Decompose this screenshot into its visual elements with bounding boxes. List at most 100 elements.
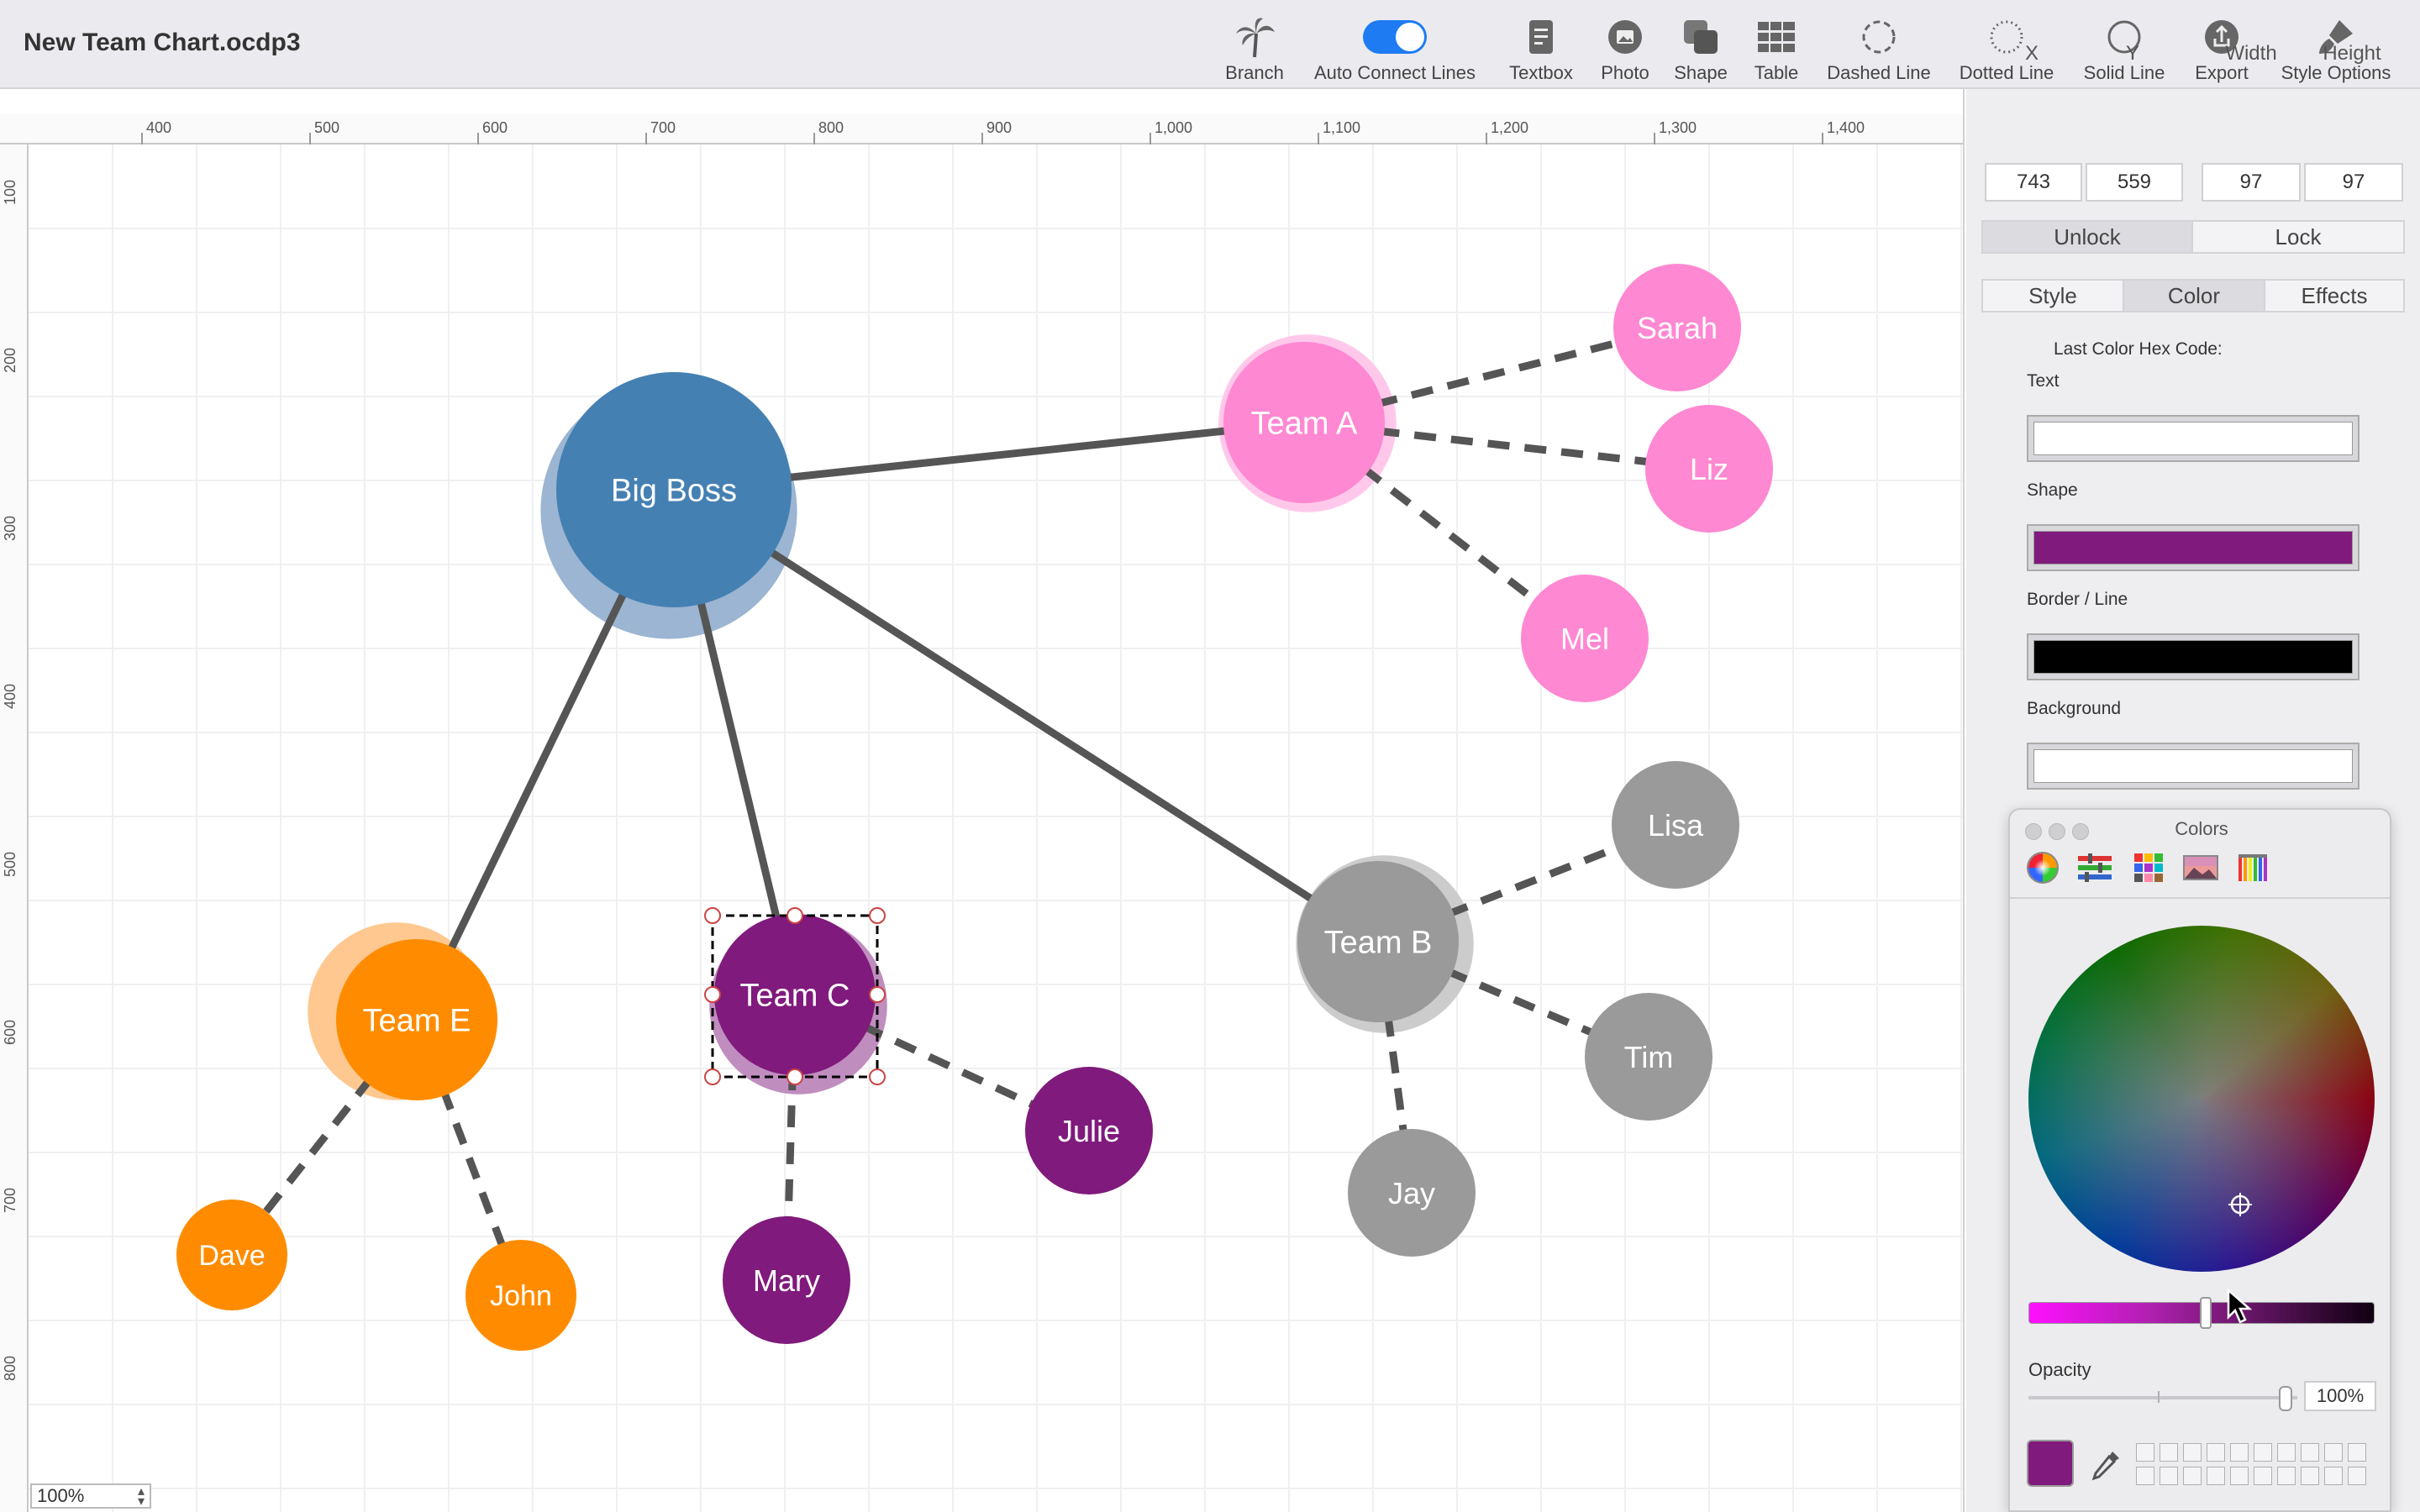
julie-label: Julie xyxy=(1058,1114,1120,1148)
selection-handles[interactable] xyxy=(704,907,886,1085)
opacity-field[interactable]: 100% xyxy=(2304,1381,2376,1411)
dave-node[interactable] xyxy=(176,1200,287,1310)
dashed-line-button[interactable]: Dashed Line xyxy=(1820,12,1938,84)
tim-node[interactable] xyxy=(1585,993,1712,1121)
panel-divider xyxy=(2010,897,2390,899)
pencils-icon[interactable] xyxy=(2233,848,2272,887)
zoom-window-button[interactable] xyxy=(2072,823,2089,840)
teamb-node[interactable] xyxy=(1297,861,1459,1022)
bigboss-node[interactable] xyxy=(556,372,792,607)
resize-handle[interactable] xyxy=(869,907,886,924)
dotted-line-button[interactable]: Dotted Line xyxy=(1948,12,2065,84)
custom-swatch[interactable] xyxy=(2230,1443,2249,1462)
resize-handle[interactable] xyxy=(869,1068,886,1085)
custom-swatch[interactable] xyxy=(2324,1443,2343,1462)
tab-color[interactable]: Color xyxy=(2123,279,2265,312)
photo-button[interactable]: Photo xyxy=(1591,12,1659,84)
mel-node[interactable] xyxy=(1521,575,1649,702)
tab-style[interactable]: Style xyxy=(1981,279,2124,312)
shape-color-well[interactable] xyxy=(2027,524,2360,571)
background-color-swatch xyxy=(2033,749,2353,783)
resize-handle[interactable] xyxy=(704,1068,721,1085)
solid-line-button[interactable]: Solid Line xyxy=(2074,12,2175,84)
auto-connect-lines-toggle[interactable]: Auto Connect Lines xyxy=(1307,12,1482,84)
lock-button[interactable]: Lock xyxy=(2191,220,2405,254)
background-color-well[interactable] xyxy=(2027,743,2360,790)
unlock-button[interactable]: Unlock xyxy=(1981,220,2193,254)
custom-swatch[interactable] xyxy=(2277,1443,2296,1462)
resize-handle[interactable] xyxy=(869,986,886,1003)
height-field[interactable]: 97 xyxy=(2304,163,2403,202)
teame-node[interactable] xyxy=(336,939,497,1100)
custom-swatch[interactable] xyxy=(2183,1467,2202,1485)
background-color-label: Background xyxy=(2027,699,2122,718)
zoom-selector[interactable]: 100% ▴▾ xyxy=(30,1483,151,1509)
shape-color-swatch xyxy=(2033,531,2353,564)
custom-swatch[interactable] xyxy=(2324,1467,2343,1485)
connector-bigboss-teamb[interactable] xyxy=(671,486,1381,945)
opacity-slider[interactable] xyxy=(2028,1396,2297,1399)
custom-swatch[interactable] xyxy=(2136,1443,2154,1462)
opacity-slider-thumb[interactable] xyxy=(2279,1386,2292,1411)
color-wheel[interactable] xyxy=(2028,926,2375,1272)
close-window-button[interactable] xyxy=(2025,823,2042,840)
resize-handle[interactable] xyxy=(704,907,721,924)
document-title: New Team Chart.ocdp3 xyxy=(24,29,301,56)
tab-effects[interactable]: Effects xyxy=(2264,279,2405,312)
jay-node[interactable] xyxy=(1348,1129,1476,1257)
john-node[interactable] xyxy=(466,1240,576,1351)
custom-swatch[interactable] xyxy=(2207,1467,2225,1485)
export-button[interactable]: Export xyxy=(2188,12,2255,84)
border-line-color-well[interactable] xyxy=(2027,633,2360,680)
table-button[interactable]: Table xyxy=(1743,12,1810,84)
custom-swatch[interactable] xyxy=(2277,1467,2296,1485)
text-color-well[interactable] xyxy=(2027,415,2360,462)
teame-label: Team E xyxy=(363,1004,471,1039)
resize-handle[interactable] xyxy=(704,986,721,1003)
custom-swatch[interactable] xyxy=(2183,1443,2202,1462)
resize-handle[interactable] xyxy=(786,907,803,924)
custom-swatch[interactable] xyxy=(2348,1443,2366,1462)
mary-node[interactable] xyxy=(723,1216,850,1344)
color-wheel-icon[interactable] xyxy=(2023,848,2062,887)
style-options-button[interactable]: Style Options xyxy=(2269,12,2403,84)
sarah-node[interactable] xyxy=(1613,264,1741,391)
custom-swatch[interactable] xyxy=(2160,1443,2178,1462)
connector-teama-liz[interactable] xyxy=(1303,418,1710,473)
solid-circle-icon xyxy=(2102,15,2146,59)
resize-handle[interactable] xyxy=(786,1068,803,1085)
brightness-slider-thumb[interactable] xyxy=(2200,1297,2212,1329)
teama-node[interactable] xyxy=(1223,342,1385,503)
stepper-icon[interactable]: ▴▾ xyxy=(137,1484,145,1509)
custom-swatch[interactable] xyxy=(2348,1467,2366,1485)
eyedropper-icon[interactable] xyxy=(2089,1448,2123,1482)
height-label: Height xyxy=(2323,42,2381,65)
connector-teama-sarah[interactable] xyxy=(1302,323,1679,427)
liz-node[interactable] xyxy=(1645,405,1773,533)
branch-button[interactable]: Branch xyxy=(1215,12,1294,84)
julie-node[interactable] xyxy=(1025,1067,1153,1194)
y-field[interactable]: 559 xyxy=(2086,163,2183,202)
custom-swatch[interactable] xyxy=(2160,1467,2178,1485)
palettes-icon[interactable] xyxy=(2129,848,2168,887)
custom-swatch[interactable] xyxy=(2136,1467,2154,1485)
image-palette-icon[interactable] xyxy=(2181,848,2220,887)
lisa-node[interactable] xyxy=(1612,761,1739,889)
custom-swatch[interactable] xyxy=(2207,1443,2225,1462)
current-color-swatch[interactable] xyxy=(2027,1440,2074,1487)
sliders-icon[interactable] xyxy=(2075,848,2114,887)
custom-swatch[interactable] xyxy=(2254,1443,2272,1462)
crosshair-icon[interactable] xyxy=(2228,1193,2252,1216)
minimize-window-button[interactable] xyxy=(2049,823,2065,840)
custom-swatch[interactable] xyxy=(2230,1467,2249,1485)
custom-swatch[interactable] xyxy=(2301,1467,2319,1485)
textbox-button[interactable]: Textbox xyxy=(1499,12,1583,84)
teamc-node[interactable] xyxy=(714,914,876,1075)
x-field[interactable]: 743 xyxy=(1985,163,2082,202)
custom-swatch[interactable] xyxy=(2301,1443,2319,1462)
width-field[interactable]: 97 xyxy=(2202,163,2301,202)
shape-button[interactable]: Shape xyxy=(1667,12,1734,84)
custom-swatch[interactable] xyxy=(2254,1467,2272,1485)
